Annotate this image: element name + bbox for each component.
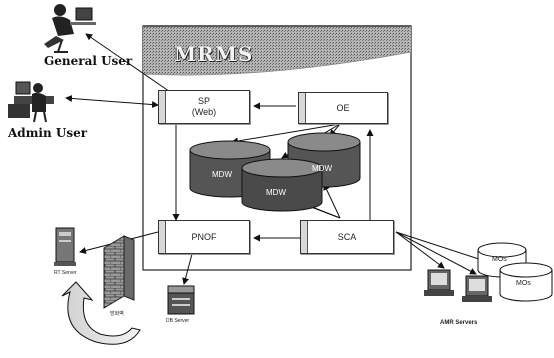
db-server-icon — [167, 285, 195, 315]
mdw-label-right: MDW — [312, 164, 332, 173]
mdw-label-center: MDW — [266, 188, 286, 197]
pnof-component: PNOF — [158, 220, 250, 254]
mos-label-right: MOs — [516, 280, 531, 287]
arrow-sca-amr-3 — [395, 231, 489, 264]
sp-sub-label: (Web) — [191, 107, 217, 117]
admin-user-label: Admin User — [8, 126, 88, 140]
arrow-general-user-sp — [85, 33, 177, 97]
mos-label-top: MOs — [492, 256, 507, 263]
arrow-pnof-db-server — [182, 253, 193, 285]
firewall-label: 방화벽 — [110, 311, 124, 317]
rt-server-icon — [54, 227, 76, 266]
system-title: MRMS — [174, 42, 254, 66]
general-user-label: General User — [44, 54, 133, 68]
amr-servers-icon — [424, 269, 492, 302]
curved-arrow-icon — [61, 281, 141, 345]
sp-component: SP (Web) — [158, 90, 250, 124]
sca-label: SCA — [337, 231, 357, 242]
rt-server-label: RT Server — [54, 270, 77, 276]
arrow-sca-mdw-right — [323, 183, 341, 219]
firewall-icon — [103, 235, 135, 309]
arrow-oe-mdw-left — [231, 123, 341, 145]
mos-database-right — [499, 262, 553, 302]
arrow-sca-amr-1 — [395, 231, 445, 269]
amr-servers-label: AMR Servers — [440, 320, 478, 326]
sca-component: SCA — [300, 220, 394, 254]
oe-label: OE — [336, 102, 350, 113]
admin-user-icon — [8, 81, 54, 123]
pnof-label: PNOF — [191, 231, 217, 242]
mdw-database-center — [241, 158, 323, 212]
arrow-admin-user-sp — [65, 94, 159, 109]
mdw-label-left: MDW — [212, 170, 232, 179]
sp-label: SP — [197, 96, 210, 106]
general-user-icon — [44, 4, 96, 53]
db-server-label: DB Server — [166, 318, 190, 324]
mdw-database-left — [189, 140, 271, 198]
arrow-sca-amr-2 — [395, 231, 477, 275]
oe-component: OE — [298, 92, 388, 124]
